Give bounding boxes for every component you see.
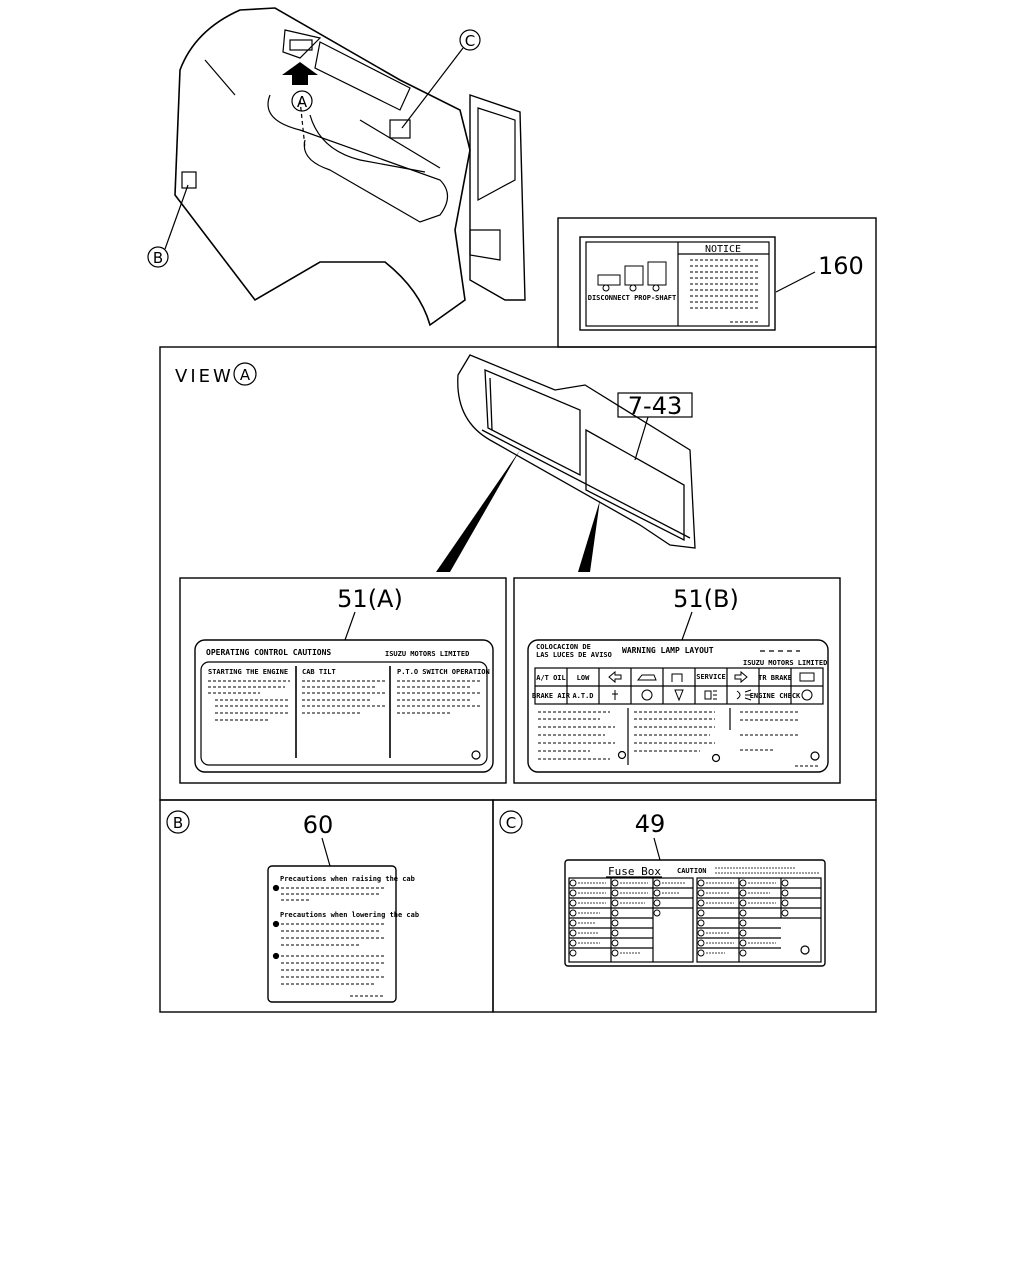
part-number-49: 49: [635, 810, 666, 838]
label-51a-title: OPERATING CONTROL CAUTIONS: [206, 648, 331, 657]
view-a-title: VIEW: [175, 366, 234, 387]
seatbelt-icon: [671, 673, 683, 682]
svg-text:B: B: [173, 814, 183, 832]
part-number-51b: 51(B): [673, 585, 739, 613]
part-number-51a: 51(A): [337, 585, 403, 613]
arrow-up-icon: [282, 62, 318, 85]
svg-text:C: C: [506, 814, 516, 832]
part-number-60: 60: [303, 811, 334, 839]
label-49-caution: CAUTION: [677, 867, 707, 875]
label-51b-title-es-2: LAS LUCES DE AVISO: [536, 651, 612, 659]
svg-text:C: C: [465, 32, 475, 50]
label-51b-title: WARNING LAMP LAYOUT: [622, 646, 714, 655]
warning-lamp-grid: A/T OIL LOW SERVICE TR BRAKE BRAKE AIR A…: [532, 667, 824, 705]
part-number-7-43: 7-43: [628, 392, 682, 420]
oil-can-icon: [636, 674, 657, 681]
label-51b-company: ISUZU MOTORS LIMITED: [743, 659, 827, 667]
svg-text:BRAKE AIR: BRAKE AIR: [532, 692, 571, 700]
person-icon: [612, 690, 618, 700]
low-beam-icon: [736, 689, 752, 701]
label-49-fuse-box: Fuse Box CAUTION: [564, 859, 826, 967]
svg-text:A: A: [240, 366, 251, 384]
label-51a-col3: P.T.O SWITCH OPERATION: [397, 668, 490, 676]
parking-brake-icon: [641, 689, 653, 701]
part-number-160: 160: [818, 252, 864, 280]
tow-truck-icon: [597, 261, 667, 292]
filter-icon: [674, 689, 684, 702]
label-51b: COLOCACION DE LAS LUCES DE AVISO WARNING…: [527, 639, 829, 773]
view-c-callout: C: [499, 810, 523, 834]
view-b-callout: B: [166, 810, 190, 834]
callout-c-marker: C: [401, 29, 481, 129]
label-60-line1: Precautions when raising the cab: [280, 875, 415, 883]
label-160-caption: DISCONNECT PROP-SHAFT: [588, 294, 677, 302]
svg-text:A.T.D: A.T.D: [572, 692, 593, 700]
arrow-right-icon: [734, 670, 748, 684]
svg-text:B: B: [153, 249, 163, 267]
callout-b-marker: B: [147, 184, 189, 268]
label-160-title: NOTICE: [705, 244, 741, 255]
label-51a: OPERATING CONTROL CAUTIONS ISUZU MOTORS …: [194, 639, 494, 773]
view-c-panel: [492, 799, 877, 1013]
svg-text:SERVICE: SERVICE: [696, 673, 726, 681]
cab-interior-illustration: [174, 7, 526, 327]
label-51a-company: ISUZU MOTORS LIMITED: [385, 650, 469, 658]
battery-icon: [799, 672, 815, 682]
sun-visor-panel: [457, 354, 696, 549]
label-51a-panel: [179, 577, 507, 784]
label-160-text-lines: [690, 259, 760, 323]
label-51a-col2: CAB TILT: [302, 668, 336, 676]
headlight-icon: [704, 690, 717, 700]
label-160: NOTICE DISCONNECT PROP-SHAFT: [579, 236, 776, 331]
view-a-panel: [159, 346, 877, 801]
label-51b-title-es-1: COLOCACION DE: [536, 643, 591, 651]
label-49-title: Fuse Box: [608, 865, 661, 878]
svg-text:A/T OIL: A/T OIL: [536, 674, 566, 682]
svg-text:LOW: LOW: [577, 674, 590, 682]
pointer-wedge-a: [436, 450, 520, 572]
pointer-wedge-b: [578, 500, 600, 572]
svg-text:A: A: [297, 93, 308, 111]
brake-warning-icon: [801, 689, 813, 701]
label-51a-col1: STARTING THE ENGINE: [208, 668, 288, 676]
label-60: Precautions when raising the cab Precaut…: [267, 865, 419, 1003]
label-51b-panel: [513, 577, 841, 784]
svg-text:TR BRAKE: TR BRAKE: [758, 674, 792, 682]
svg-text:ENGINE CHECK: ENGINE CHECK: [750, 692, 801, 700]
label-60-line2: Precautions when lowering the cab: [280, 911, 419, 919]
callout-a-marker: A: [291, 90, 313, 112]
arrow-left-icon: [608, 670, 622, 684]
view-a-callout: A: [233, 362, 257, 386]
